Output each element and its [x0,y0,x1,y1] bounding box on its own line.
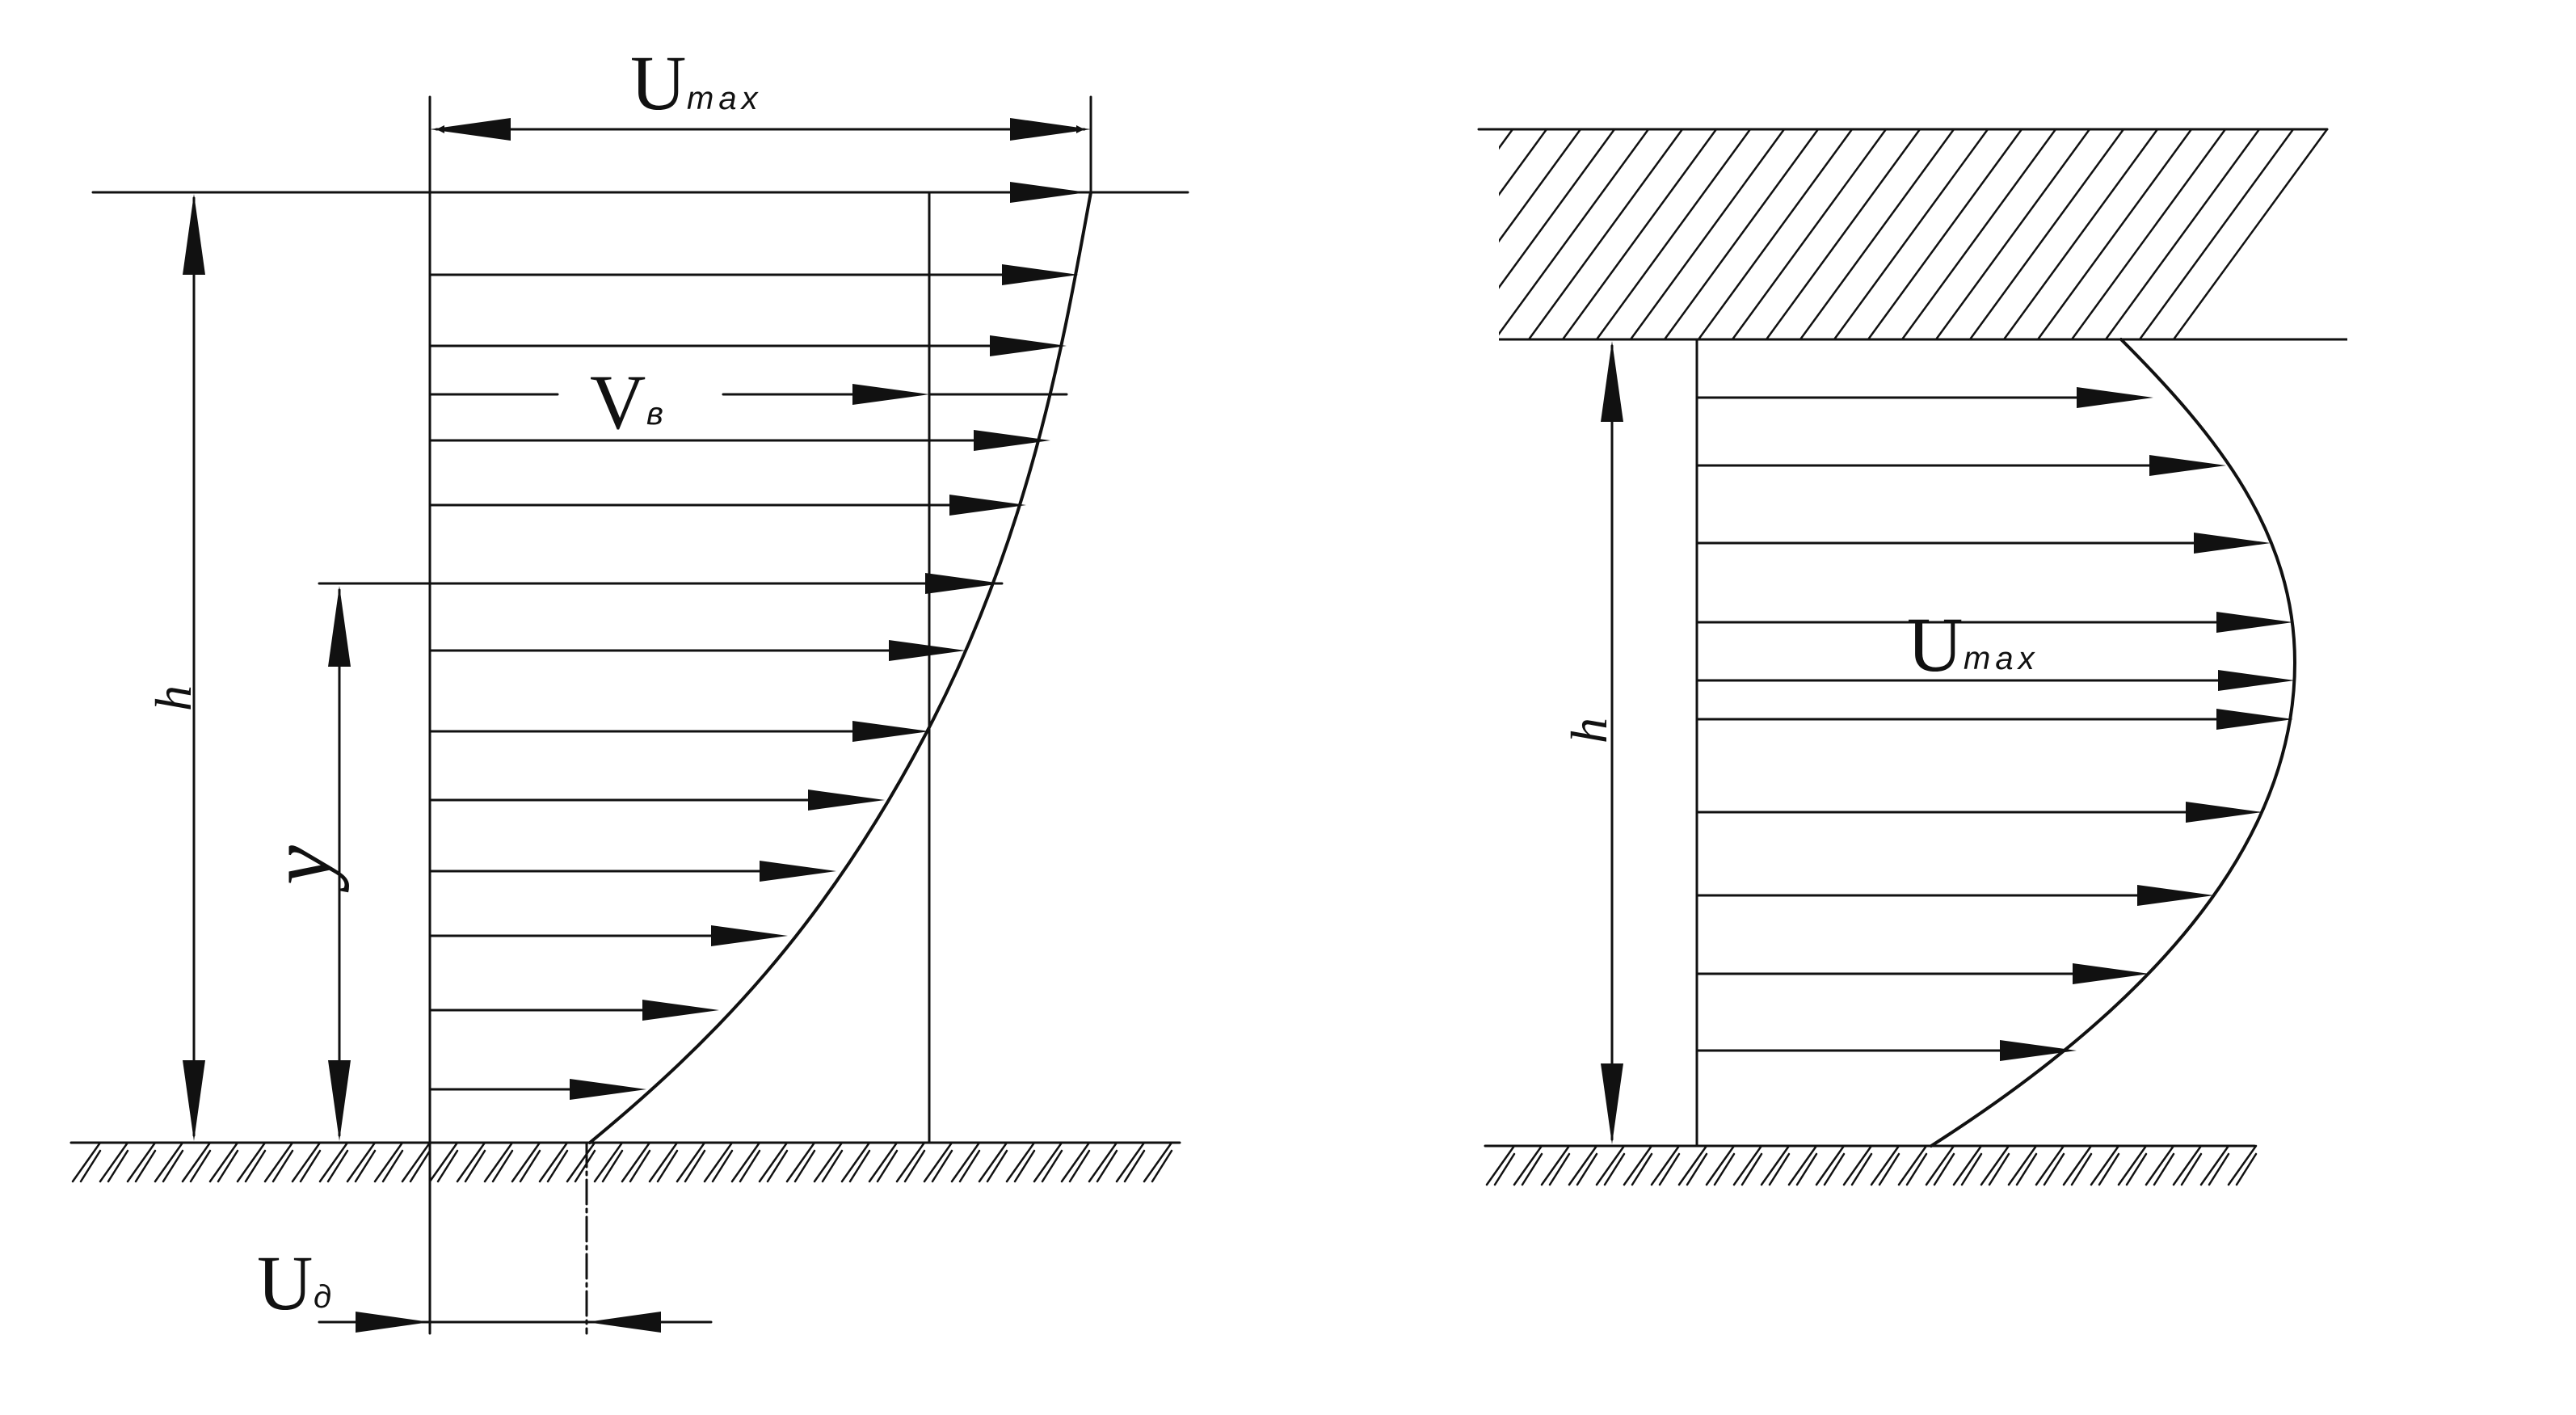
right-depth-arrowhead-bottom [1601,1063,1623,1144]
right-velocity-arrow-8-head [2137,885,2214,906]
velocity-arrows [428,182,1087,1100]
parabolic-profile-curve [1930,338,2297,1148]
umax-arrowhead-right [1010,118,1091,141]
depth-arrowhead-bottom [183,1060,205,1141]
velocity-profile-curve [588,191,1092,1144]
umax-subscript: max [687,81,763,116]
left-velocity-arrow-1-head [1010,182,1087,203]
left-velocity-arrow-3-head [990,335,1067,356]
mean-velocity-subscript: в [646,396,668,432]
left-velocity-arrow-5-head [949,495,1026,516]
right-velocity-arrow-1-head [2077,387,2153,408]
ceiling-hatch-mask-right [2347,81,2509,404]
left-velocity-arrow-10-head [760,861,836,882]
ceiling-hatching [1293,81,2509,404]
depth-label: h [145,685,202,711]
left-velocity-arrow-7-head [889,640,966,661]
right-velocity-arrow-6-head [2216,709,2293,730]
right-velocity-arrow-9-head [2073,963,2149,984]
left-velocity-arrow-2-head [1002,264,1079,285]
left-velocity-arrow-11-head [711,925,788,946]
right-velocity-arrow-3-head [2194,533,2271,554]
right-velocity-arrow-4-head [2216,612,2293,633]
left-velocity-arrow-9-head [808,790,885,811]
y-arrowhead-top [328,586,351,667]
left-velocity-arrow-4-head [974,430,1050,451]
bed-hatching [71,1141,1173,1183]
left-bed-strokes [71,1141,1173,1183]
right-depth-label: h [1560,718,1618,743]
right-bed-hatching [1485,1144,2258,1186]
right-velocity-arrow-10-head [2000,1040,2077,1061]
right-depth-arrowhead-top [1601,341,1623,422]
right-umax-label: U [1907,601,1963,688]
right-umax-subscript: max [1964,641,2039,676]
y-arrowhead-bottom [328,1060,351,1141]
left-velocity-diagram: U max h y V в U д [69,40,1189,1335]
ud-subscript: д [314,1279,336,1315]
mean-velocity-label: V [590,359,646,445]
right-velocity-arrow-5-head [2218,670,2295,691]
ud-arrowhead-left [356,1312,430,1333]
right-velocity-arrows [1695,387,2295,1061]
y-label: y [250,845,349,893]
left-velocity-arrow-13-head [570,1079,646,1100]
right-velocity-arrow-7-head [2186,802,2262,823]
right-velocity-arrow-2-head [2149,455,2226,476]
ud-arrowhead-right [587,1312,661,1333]
depth-arrowhead-top [183,194,205,275]
mean-velocity-arrow-head [852,384,929,405]
umax-label: U [630,40,686,126]
umax-arrowhead-left [430,118,511,141]
left-velocity-arrow-12-head [642,1000,719,1021]
left-velocity-arrow-8-head [852,721,929,742]
ceiling-hatch-mask-left [1293,81,1499,404]
ud-label: U [257,1240,313,1326]
right-velocity-diagram: h U max [1293,81,2509,1186]
right-bed-strokes [1485,1144,2258,1186]
